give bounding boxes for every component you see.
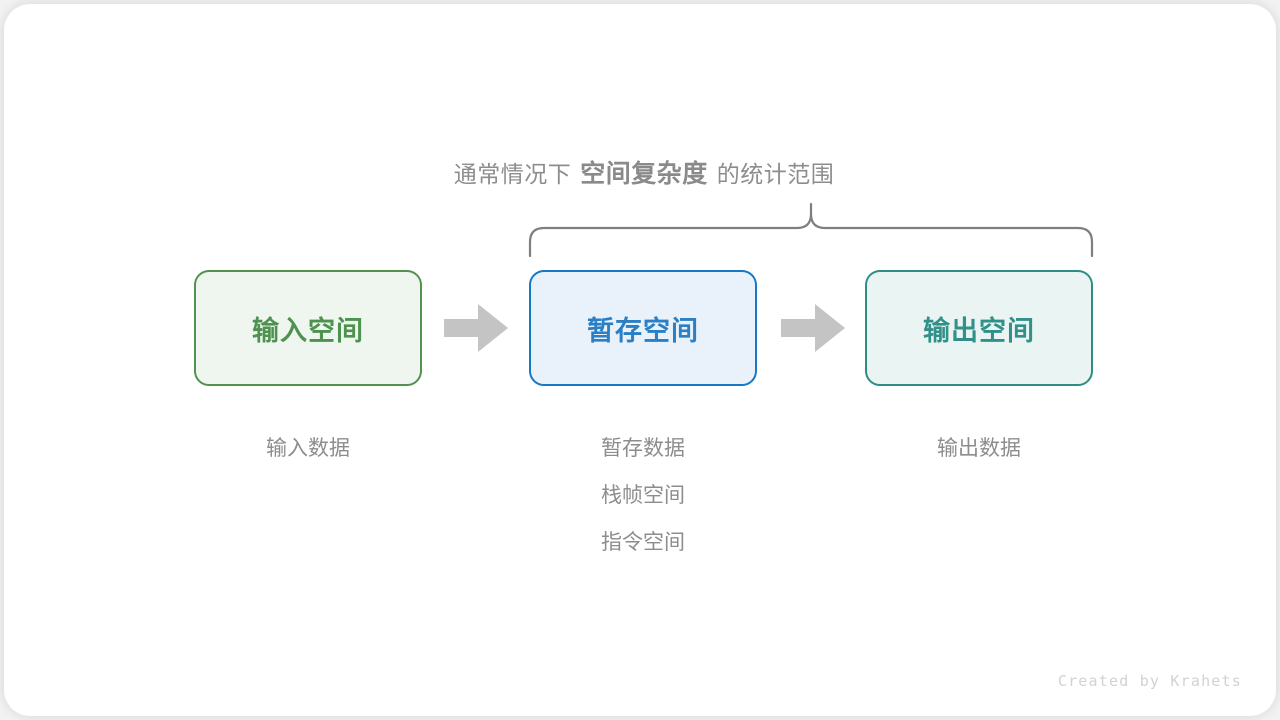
caption-line: 栈帧空间 bbox=[601, 484, 685, 507]
box-output-space: 输出空间 bbox=[865, 270, 1093, 386]
brace-caption: 通常情况下空间复杂度的统计范围 bbox=[4, 154, 1280, 190]
box-input-space-label: 输入空间 bbox=[252, 315, 364, 346]
brace-caption-suffix: 的统计范围 bbox=[716, 161, 835, 187]
box-output-space-label: 输出空间 bbox=[923, 315, 1035, 346]
brace-caption-prefix: 通常情况下 bbox=[453, 161, 572, 187]
caption-group-output: 输出数据 bbox=[865, 425, 1093, 472]
box-input-space: 输入空间 bbox=[194, 270, 422, 386]
box-temp-space: 暂存空间 bbox=[529, 270, 757, 386]
caption-line: 输出数据 bbox=[937, 437, 1021, 460]
caption-line: 指令空间 bbox=[601, 531, 685, 554]
brace-caption-emphasis: 空间复杂度 bbox=[580, 160, 708, 188]
diagram-card: 通常情况下空间复杂度的统计范围 输入空间 暂存空间 输出空间 输入数据 bbox=[4, 4, 1276, 716]
right-arrow-icon bbox=[444, 304, 508, 352]
caption-line: 暂存数据 bbox=[601, 437, 685, 460]
watermark-credit: Created by Krahets bbox=[1057, 672, 1242, 690]
caption-group-input: 输入数据 bbox=[194, 425, 422, 472]
caption-group-temp: 暂存数据 栈帧空间 指令空间 bbox=[529, 425, 757, 566]
box-temp-space-label: 暂存空间 bbox=[587, 315, 699, 346]
caption-line: 输入数据 bbox=[266, 437, 350, 460]
curly-brace-icon bbox=[528, 202, 1094, 258]
right-arrow-icon bbox=[781, 304, 845, 352]
